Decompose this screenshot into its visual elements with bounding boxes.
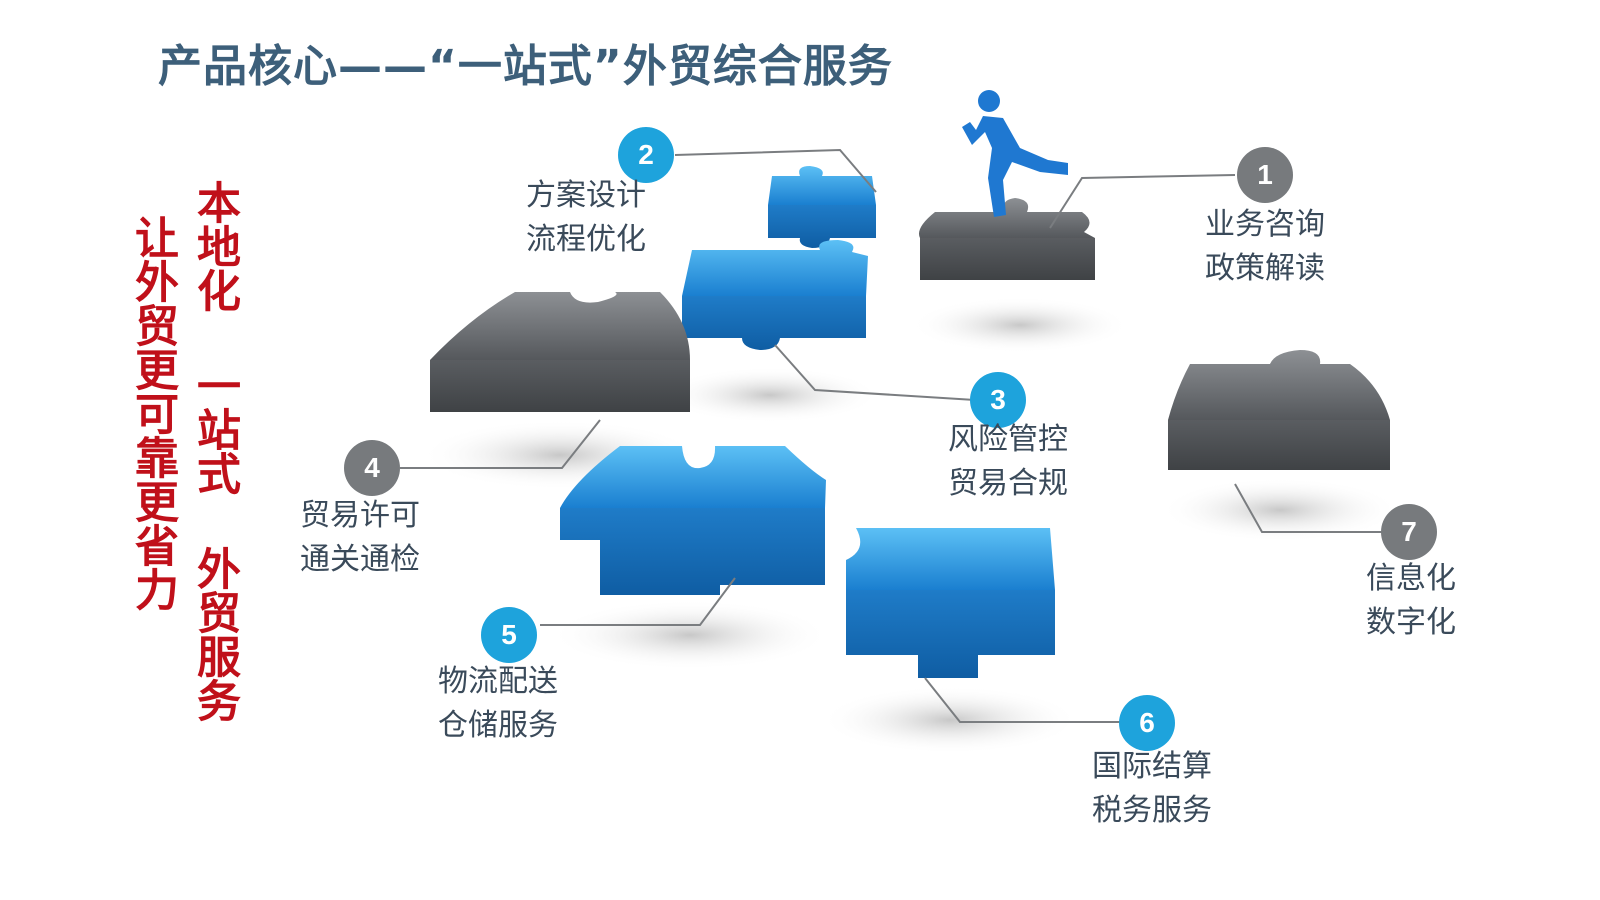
puzzle-piece-6 — [846, 528, 1055, 678]
step-label-line1: 贸易许可 — [300, 498, 420, 533]
puzzle-piece-5 — [560, 446, 826, 595]
shadow — [820, 686, 1080, 754]
step-label-line1: 风险管控 — [948, 422, 1068, 457]
step-label-line1: 方案设计 — [526, 178, 646, 213]
step-label-1: 业务咨询 政策解读 — [1205, 203, 1325, 291]
step-label-6: 国际结算 税务服务 — [1092, 745, 1212, 833]
running-man-icon — [962, 90, 1068, 217]
shadow — [660, 367, 880, 423]
step-label-7: 信息化 数字化 — [1366, 557, 1456, 645]
step-badge-1: 1 — [1237, 147, 1293, 203]
slogan-column-1: 本地化 一站式 外贸服务 — [189, 180, 240, 722]
step-label-2: 方案设计 流程优化 — [526, 174, 646, 262]
puzzle-piece-1 — [919, 198, 1095, 280]
step-badge-3: 3 — [970, 372, 1026, 428]
connector-lines — [400, 148, 1383, 723]
step-label-3: 风险管控 贸易合规 — [948, 418, 1068, 506]
puzzle-piece-2 — [768, 166, 876, 248]
shadow — [910, 297, 1130, 353]
step-label-line2: 数字化 — [1366, 605, 1456, 640]
shadow — [1160, 478, 1400, 542]
step-badge-2: 2 — [618, 127, 674, 183]
puzzle-piece-3 — [682, 240, 868, 350]
step-label-4: 贸易许可 通关通检 — [300, 494, 420, 582]
step-label-line2: 仓储服务 — [438, 708, 558, 743]
step-badge-5: 5 — [481, 607, 537, 663]
shadow — [550, 600, 830, 670]
step-label-line2: 流程优化 — [526, 222, 646, 257]
slogan-column-2: 让外贸更可靠更省力 — [127, 215, 178, 611]
step-label-line2: 税务服务 — [1092, 793, 1212, 828]
puzzle-piece-7 — [1168, 350, 1390, 470]
puzzle-piece-4 — [430, 292, 690, 412]
step-label-5: 物流配送 仓储服务 — [438, 660, 558, 748]
step-label-line2: 通关通检 — [300, 542, 420, 577]
step-badge-7: 7 — [1381, 504, 1437, 560]
step-label-line2: 政策解读 — [1205, 251, 1325, 286]
step-badge-6: 6 — [1119, 695, 1175, 751]
page-title: 产品核心——“一站式”外贸综合服务 — [158, 41, 893, 92]
step-label-line1: 物流配送 — [438, 664, 558, 699]
step-label-line1: 信息化 — [1366, 561, 1456, 596]
step-badge-4: 4 — [344, 440, 400, 496]
step-label-line2: 贸易合规 — [948, 466, 1068, 501]
step-label-line1: 业务咨询 — [1205, 207, 1325, 242]
step-label-line1: 国际结算 — [1092, 749, 1212, 784]
